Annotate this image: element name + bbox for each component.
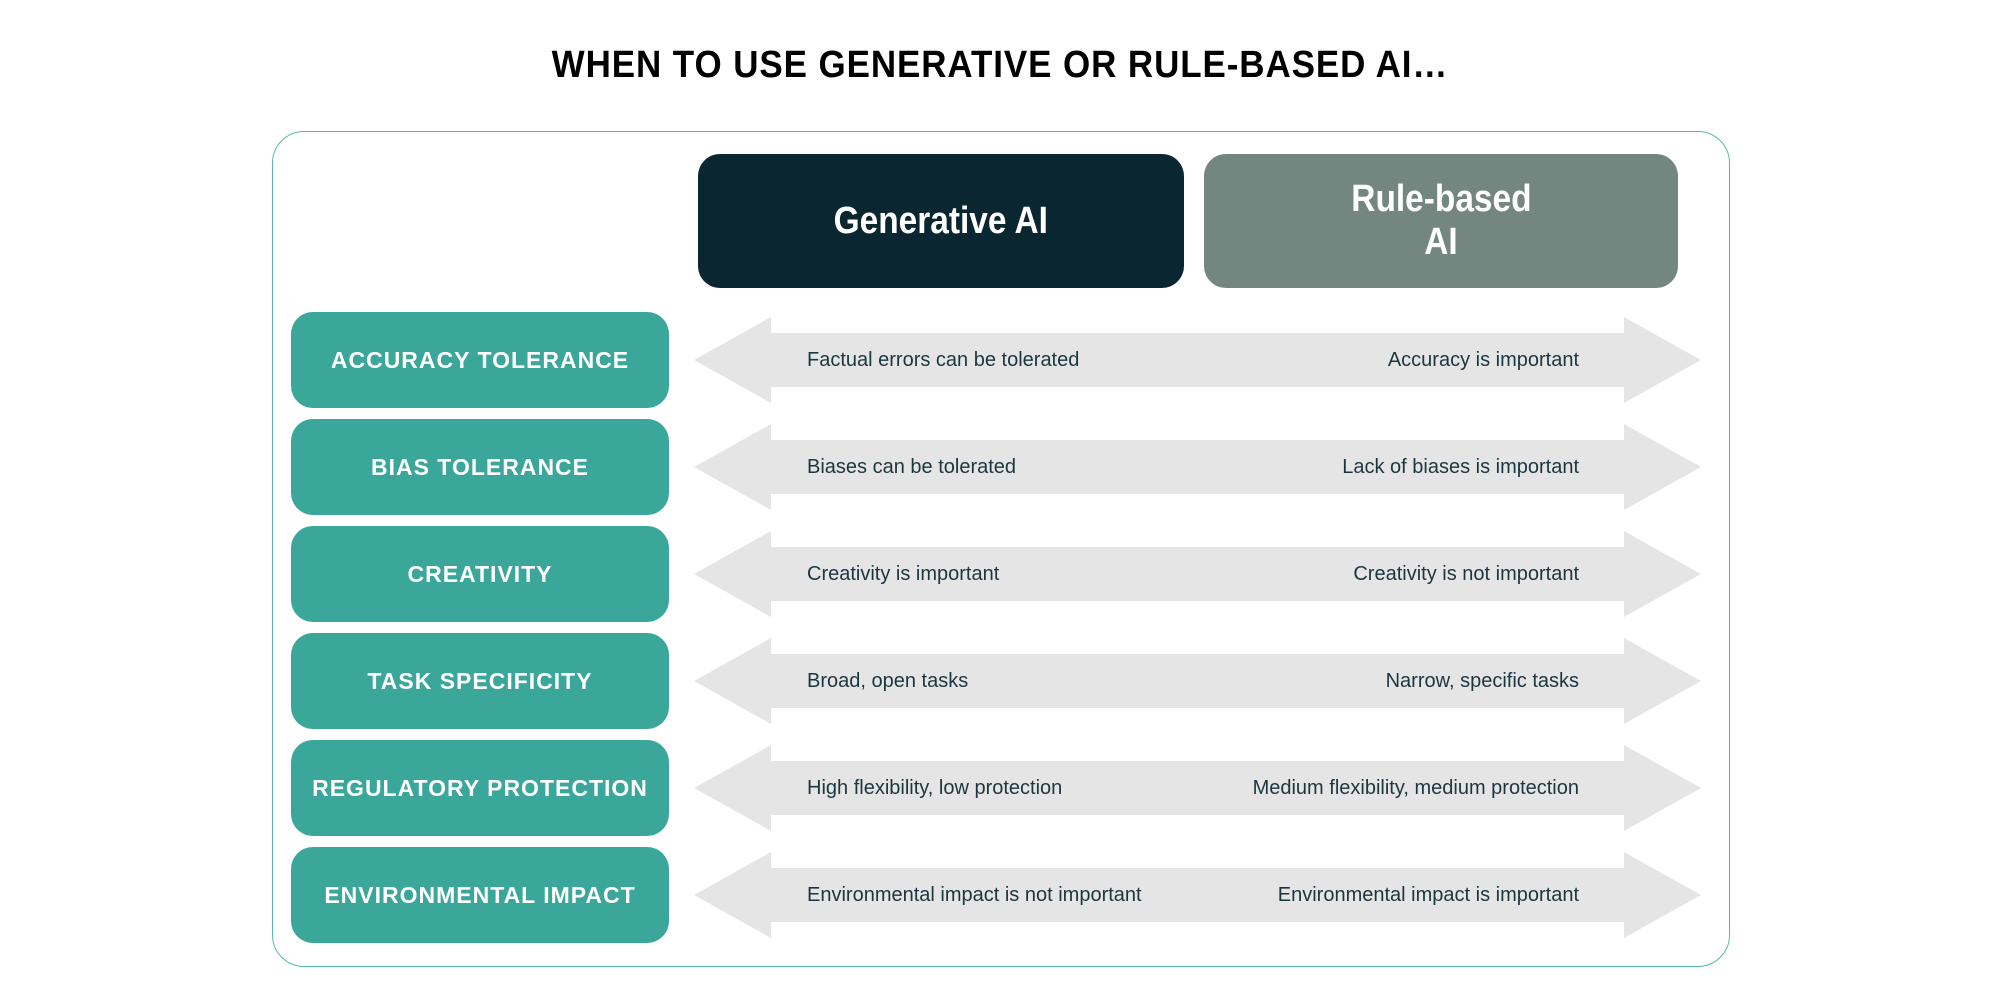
generative-value: Biases can be tolerated bbox=[807, 456, 1017, 478]
row-label: TASK SPECIFICITY bbox=[291, 633, 669, 729]
generative-ai-header-label: Generative AI bbox=[833, 199, 1049, 242]
arrow-body: Factual errors can be tolerated Accuracy… bbox=[771, 333, 1624, 387]
arrow-body: Biases can be tolerated Lack of biases i… bbox=[771, 440, 1624, 494]
generative-value: Broad, open tasks bbox=[807, 670, 969, 692]
generative-value: Factual errors can be tolerated bbox=[807, 349, 1080, 371]
rule-based-ai-header-line1: Rule-based bbox=[1350, 178, 1532, 221]
rule-based-value: Lack of biases is important bbox=[1342, 456, 1579, 478]
row-label: ACCURACY TOLERANCE bbox=[291, 312, 669, 408]
row-environmental-impact: ENVIRONMENTAL IMPACT Environmental impac… bbox=[273, 847, 1729, 943]
double-arrow: High flexibility, low protection Medium … bbox=[694, 745, 1701, 831]
row-label: BIAS TOLERANCE bbox=[291, 419, 669, 515]
arrow-right-icon bbox=[1624, 638, 1701, 724]
column-header-generative-ai: Generative AI bbox=[698, 154, 1184, 288]
arrow-right-icon bbox=[1624, 531, 1701, 617]
rule-based-value: Accuracy is important bbox=[1387, 349, 1579, 371]
generative-value: Environmental impact is not important bbox=[807, 884, 1142, 906]
comparison-board: Generative AI Rule-based AI ACCURACY TOL… bbox=[272, 131, 1730, 967]
arrow-left-icon bbox=[694, 317, 771, 403]
arrow-left-icon bbox=[694, 852, 771, 938]
double-arrow: Factual errors can be tolerated Accuracy… bbox=[694, 317, 1701, 403]
arrow-left-icon bbox=[694, 531, 771, 617]
row-label: REGULATORY PROTECTION bbox=[291, 740, 669, 836]
arrow-left-icon bbox=[694, 745, 771, 831]
arrow-body: High flexibility, low protection Medium … bbox=[771, 761, 1624, 815]
column-header-rule-based-ai: Rule-based AI bbox=[1204, 154, 1678, 288]
rule-based-value: Narrow, specific tasks bbox=[1385, 670, 1579, 692]
arrow-left-icon bbox=[694, 638, 771, 724]
double-arrow: Broad, open tasks Narrow, specific tasks bbox=[694, 638, 1701, 724]
row-label: CREATIVITY bbox=[291, 526, 669, 622]
arrow-right-icon bbox=[1624, 745, 1701, 831]
arrow-right-icon bbox=[1624, 424, 1701, 510]
rule-based-value: Environmental impact is important bbox=[1277, 884, 1579, 906]
double-arrow: Biases can be tolerated Lack of biases i… bbox=[694, 424, 1701, 510]
rule-based-value: Medium flexibility, medium protection bbox=[1252, 777, 1579, 799]
rule-based-value: Creativity is not important bbox=[1353, 563, 1579, 585]
row-accuracy-tolerance: ACCURACY TOLERANCE Factual errors can be… bbox=[273, 312, 1729, 408]
arrow-right-icon bbox=[1624, 852, 1701, 938]
double-arrow: Environmental impact is not important En… bbox=[694, 852, 1701, 938]
double-arrow: Creativity is important Creativity is no… bbox=[694, 531, 1701, 617]
row-regulatory-protection: REGULATORY PROTECTION High flexibility, … bbox=[273, 740, 1729, 836]
page-title: WHEN TO USE GENERATIVE OR RULE-BASED AI… bbox=[551, 44, 1449, 86]
arrow-body: Creativity is important Creativity is no… bbox=[771, 547, 1624, 601]
arrow-body: Environmental impact is not important En… bbox=[771, 868, 1624, 922]
arrow-body: Broad, open tasks Narrow, specific tasks bbox=[771, 654, 1624, 708]
row-label: ENVIRONMENTAL IMPACT bbox=[291, 847, 669, 943]
arrow-left-icon bbox=[694, 424, 771, 510]
row-bias-tolerance: BIAS TOLERANCE Biases can be tolerated L… bbox=[273, 419, 1729, 515]
row-task-specificity: TASK SPECIFICITY Broad, open tasks Narro… bbox=[273, 633, 1729, 729]
row-creativity: CREATIVITY Creativity is important Creat… bbox=[273, 526, 1729, 622]
generative-value: Creativity is important bbox=[807, 563, 1000, 585]
comparison-rows: ACCURACY TOLERANCE Factual errors can be… bbox=[273, 312, 1729, 943]
arrow-right-icon bbox=[1624, 317, 1701, 403]
generative-value: High flexibility, low protection bbox=[807, 777, 1063, 799]
rule-based-ai-header-line2: AI bbox=[1424, 221, 1458, 263]
